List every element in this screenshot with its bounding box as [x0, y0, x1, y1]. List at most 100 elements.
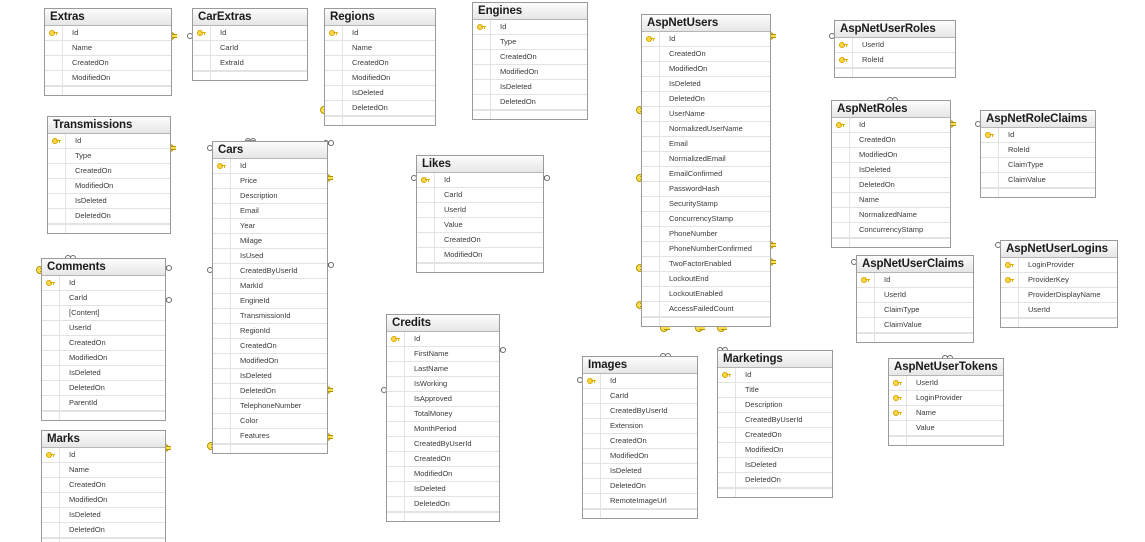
field-row[interactable]: SecurityStamp	[642, 197, 770, 212]
field-row[interactable]: Id	[473, 20, 587, 35]
field-row[interactable]: ModifiedOn	[473, 65, 587, 80]
field-row[interactable]: LockoutEnd	[642, 272, 770, 287]
field-row[interactable]: Extension	[583, 419, 697, 434]
field-row[interactable]: DeletedOn	[473, 95, 587, 110]
field-row[interactable]: Name	[832, 193, 950, 208]
field-row[interactable]: Id	[981, 128, 1095, 143]
field-row[interactable]: EngineId	[213, 294, 327, 309]
field-row[interactable]: Id	[583, 374, 697, 389]
field-row[interactable]: ProviderKey	[1001, 273, 1117, 288]
field-row[interactable]: DeletedOn	[832, 178, 950, 193]
field-row[interactable]: RoleId	[981, 143, 1095, 158]
field-row[interactable]: CreatedOn	[642, 47, 770, 62]
field-row[interactable]: CreatedOn	[45, 56, 171, 71]
field-row[interactable]: PhoneNumber	[642, 227, 770, 242]
field-row[interactable]: ModifiedOn	[718, 443, 832, 458]
field-row[interactable]: PasswordHash	[642, 182, 770, 197]
field-row[interactable]: DeletedOn	[718, 473, 832, 488]
field-row[interactable]: DeletedOn	[642, 92, 770, 107]
field-row[interactable]: UserId	[42, 321, 165, 336]
field-row[interactable]: ExtraId	[193, 56, 307, 71]
field-row[interactable]: MarkId	[213, 279, 327, 294]
field-row[interactable]: Name	[42, 463, 165, 478]
field-row[interactable]: IsDeleted	[48, 194, 170, 209]
field-row[interactable]: CreatedByUserId	[718, 413, 832, 428]
field-row[interactable]: IsDeleted	[718, 458, 832, 473]
field-row[interactable]: LastName	[387, 362, 499, 377]
field-row[interactable]: Description	[213, 189, 327, 204]
field-row[interactable]: RemoteImageUrl	[583, 494, 697, 509]
field-row[interactable]: ConcurrencyStamp	[832, 223, 950, 238]
field-row[interactable]: CreatedOn	[718, 428, 832, 443]
field-row[interactable]: IsDeleted	[42, 508, 165, 523]
field-row[interactable]: DeletedOn	[48, 209, 170, 224]
field-row[interactable]: Id	[387, 332, 499, 347]
field-row[interactable]: ModifiedOn	[325, 71, 435, 86]
field-row[interactable]: Id	[42, 448, 165, 463]
field-row[interactable]: Id	[213, 159, 327, 174]
field-row[interactable]: CreatedOn	[473, 50, 587, 65]
field-row[interactable]: DeletedOn	[387, 497, 499, 512]
field-row[interactable]: Name	[889, 406, 1003, 421]
field-row[interactable]: Id	[417, 173, 543, 188]
field-row[interactable]: ModifiedOn	[42, 351, 165, 366]
field-row[interactable]: CreatedByUserId	[387, 437, 499, 452]
field-row[interactable]: [Content]	[42, 306, 165, 321]
field-row[interactable]: ModifiedOn	[642, 62, 770, 77]
field-row[interactable]: CreatedByUserId	[583, 404, 697, 419]
field-row[interactable]: EmailConfirmed	[642, 167, 770, 182]
field-row[interactable]: AccessFailedCount	[642, 302, 770, 317]
field-row[interactable]: TransmissionId	[213, 309, 327, 324]
field-row[interactable]: CarId	[193, 41, 307, 56]
field-row[interactable]: CreatedOn	[42, 336, 165, 351]
field-row[interactable]: Year	[213, 219, 327, 234]
field-row[interactable]: ModifiedOn	[417, 248, 543, 263]
field-row[interactable]: DeletedOn	[42, 523, 165, 538]
field-row[interactable]: ClaimType	[857, 303, 973, 318]
field-row[interactable]: CreatedOn	[213, 339, 327, 354]
field-row[interactable]: IsDeleted	[42, 366, 165, 381]
field-row[interactable]: ClaimValue	[981, 173, 1095, 188]
field-row[interactable]: Id	[193, 26, 307, 41]
field-row[interactable]: LockoutEnabled	[642, 287, 770, 302]
field-row[interactable]: IsWorking	[387, 377, 499, 392]
field-row[interactable]: IsUsed	[213, 249, 327, 264]
field-row[interactable]: ModifiedOn	[213, 354, 327, 369]
field-row[interactable]: DeletedOn	[213, 384, 327, 399]
field-row[interactable]: Id	[857, 273, 973, 288]
field-row[interactable]: IsDeleted	[583, 464, 697, 479]
field-row[interactable]: IsDeleted	[213, 369, 327, 384]
field-row[interactable]: IsDeleted	[642, 77, 770, 92]
field-row[interactable]: ModifiedOn	[387, 467, 499, 482]
field-row[interactable]: ModifiedOn	[48, 179, 170, 194]
field-row[interactable]: MonthPeriod	[387, 422, 499, 437]
field-row[interactable]: CreatedOn	[48, 164, 170, 179]
field-row[interactable]: Id	[832, 118, 950, 133]
field-row[interactable]: ParentId	[42, 396, 165, 411]
field-row[interactable]: Email	[213, 204, 327, 219]
field-row[interactable]: CarId	[42, 291, 165, 306]
field-row[interactable]: NormalizedEmail	[642, 152, 770, 167]
field-row[interactable]: ClaimValue	[857, 318, 973, 333]
field-row[interactable]: UserId	[835, 38, 955, 53]
field-row[interactable]: Id	[48, 134, 170, 149]
field-row[interactable]: CreatedOn	[387, 452, 499, 467]
field-row[interactable]: Type	[48, 149, 170, 164]
field-row[interactable]: NormalizedUserName	[642, 122, 770, 137]
field-row[interactable]: Name	[45, 41, 171, 56]
